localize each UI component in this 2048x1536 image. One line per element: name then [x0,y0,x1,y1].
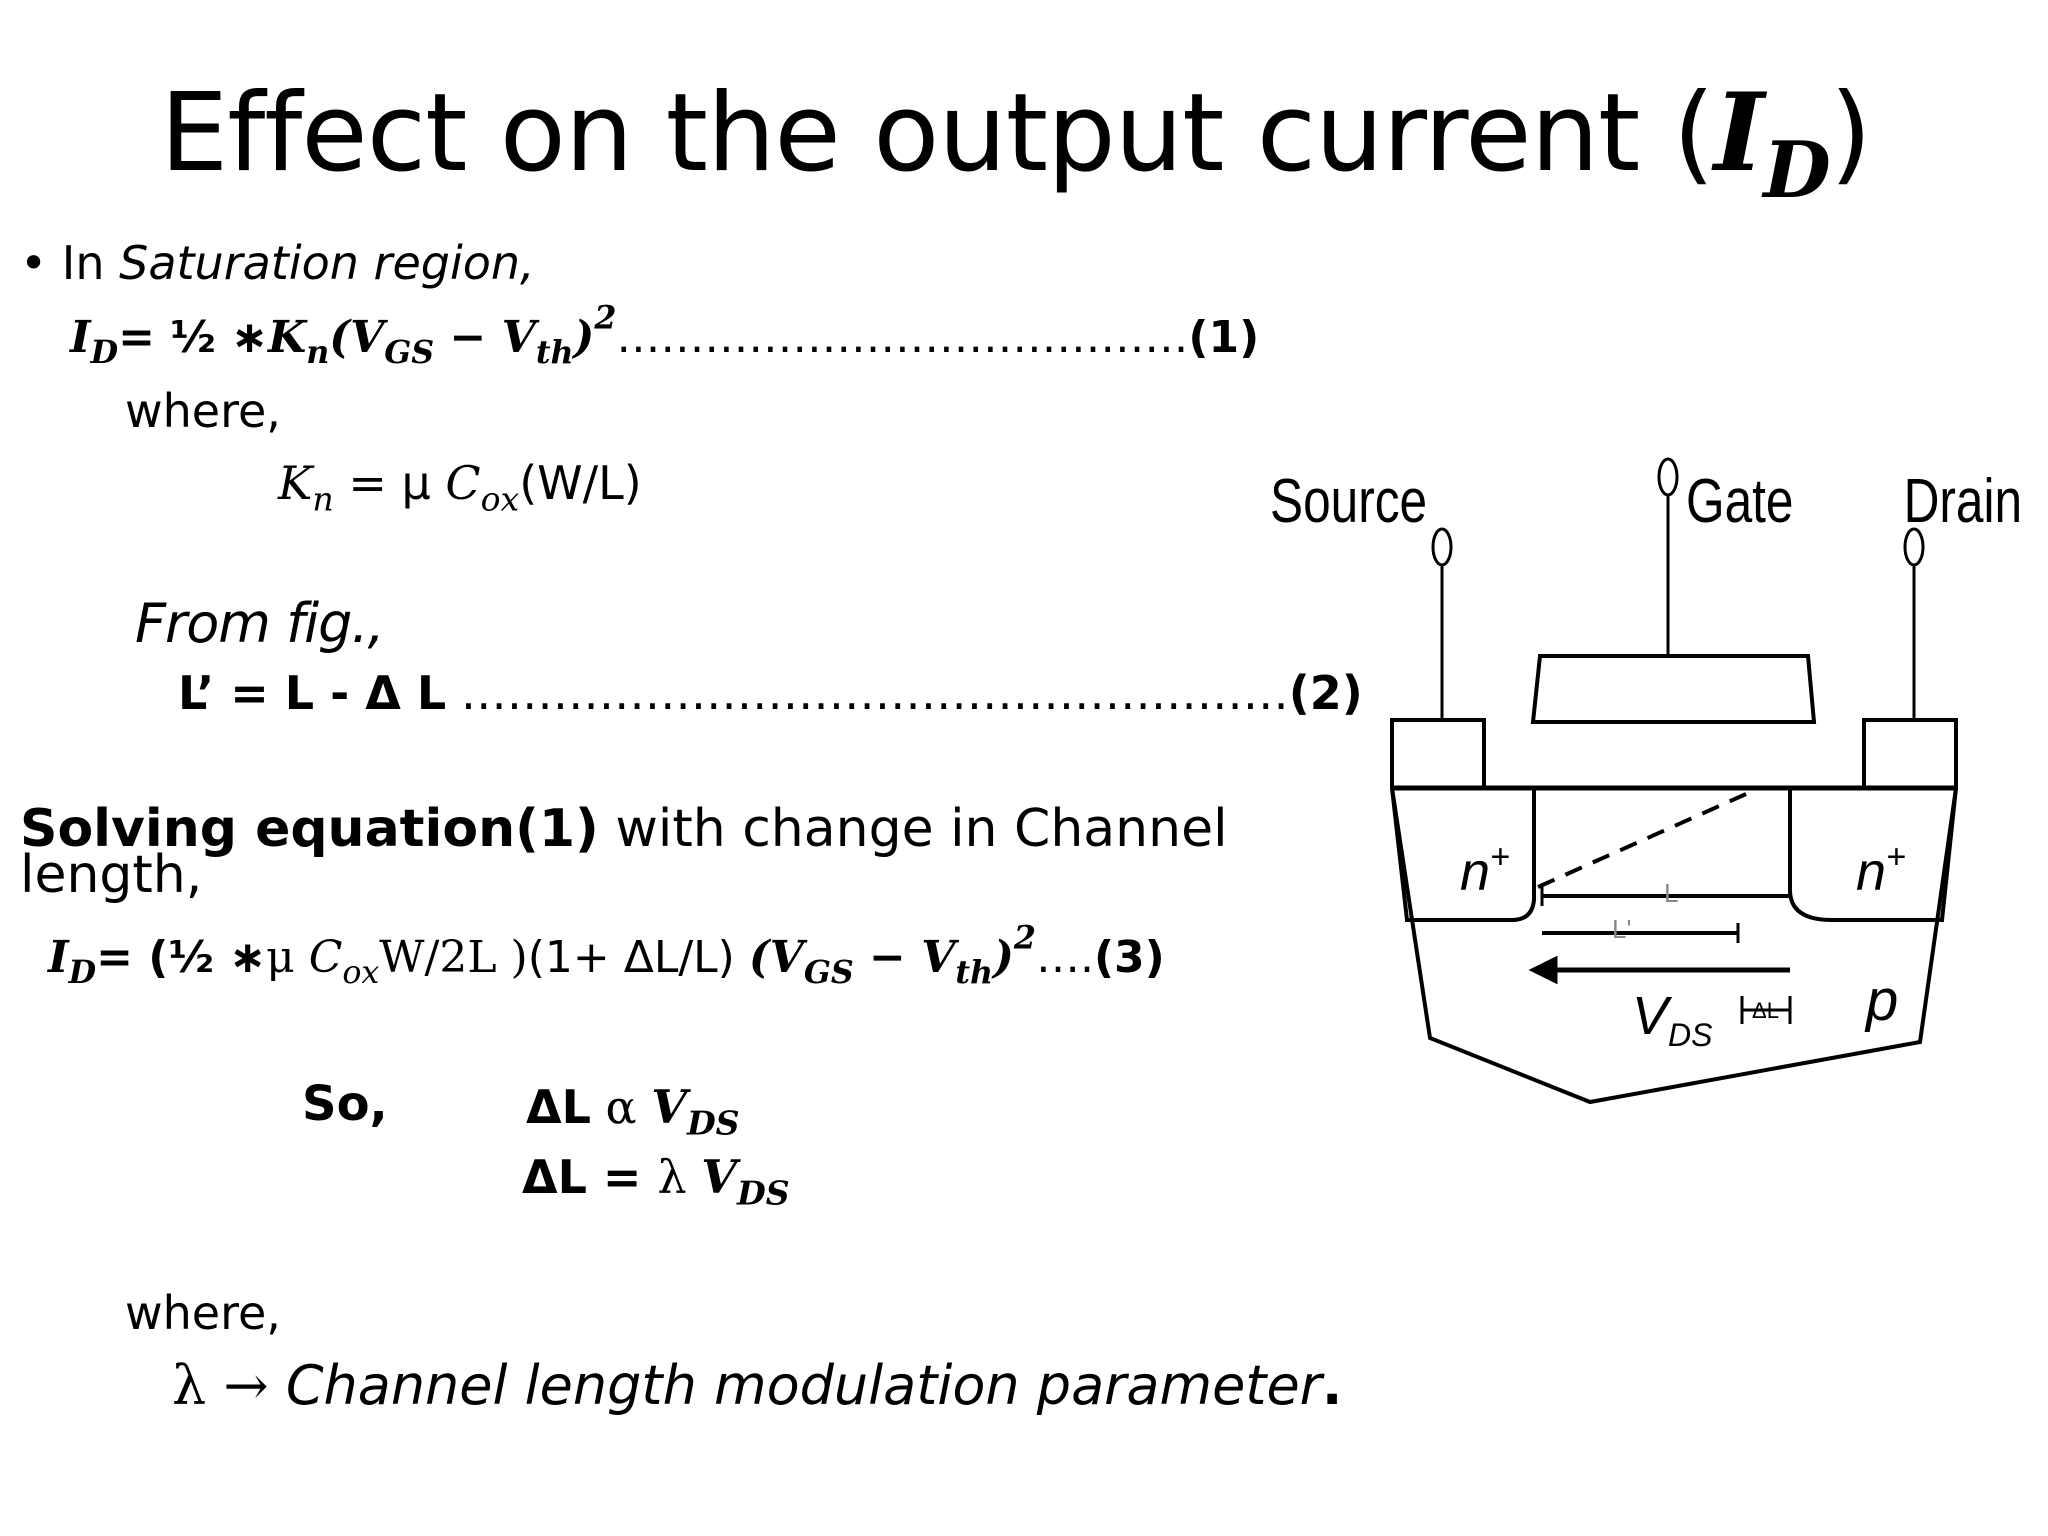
from-fig-label: From fig., [135,592,385,655]
mosfet-channel-figure: Source Gate Drain n+ n+ L L' VDS ΔL p [1270,457,2022,1105]
n-plus-left: n+ [1460,838,1510,902]
so-label: So, [302,1076,388,1132]
l-prime-label: L' [1612,914,1631,944]
gate-terminal [1657,457,1679,497]
kn-definition: Kn = μ Cox(W/L) [278,456,642,519]
title-close: ) [1829,71,1872,196]
equation-1: ID= ½ ∗Kn(VGS − Vth)2…………………………………(1) [70,299,1260,372]
gate-plate [1530,654,1817,724]
where-label-2: where, [125,1286,281,1340]
source-n-region [1390,787,1536,922]
slide-title: Effect on the output current (ID) [160,70,1872,217]
equation-2-tag: (2) [1288,666,1363,720]
lambda-definition: λ → Channel length modulation parameter. [172,1354,1343,1417]
drain-contact [1862,718,1958,790]
p-label: p [1864,968,1898,1033]
vds-label: VDS [1632,986,1712,1053]
drain-n-region [1788,787,1958,922]
delta-l-label: ΔL [1752,998,1779,1023]
title-text: Effect on the output current ( [160,71,1715,196]
lambda-relation: ΔL = λ VDS [522,1150,790,1213]
where-label-1: where, [125,384,281,438]
l-label: L [1664,878,1678,908]
pinchoff-line [1537,792,1747,889]
proportionality-relation: ΔL α VDS [526,1080,740,1143]
equation-1-tag: (1) [1188,312,1260,363]
bullet-region: Saturation region, [119,236,535,290]
bullet-saturation: • In Saturation region, [20,236,535,290]
source-label: Source [1270,466,1427,536]
drain-label: Drain [1904,466,2022,536]
equation-2: L’ = L - Δ L ………………………………………………(2) [178,666,1363,720]
bullet-dot: • [20,236,48,290]
equation-3-tag: (3) [1093,932,1165,983]
source-contact [1390,718,1486,790]
source-terminal [1431,527,1453,567]
gate-label: Gate [1686,466,1794,536]
title-var: ID [1713,70,1831,217]
equation-3: ID= (½ ∗μ CoxW/2L )(1+ ΔL/L) (VGS − Vth)… [48,919,1165,992]
solving-statement: Solving equation(1) with change in Chann… [20,799,1228,905]
n-plus-right: n+ [1856,838,1906,902]
equation-1-dots: ………………………………… [616,312,1189,363]
bullet-lead: In [61,236,105,290]
substrate [1390,787,1958,1105]
equation-3-dots: …. [1035,932,1094,983]
equation-2-dots: ……………………………………………… [446,666,1289,720]
